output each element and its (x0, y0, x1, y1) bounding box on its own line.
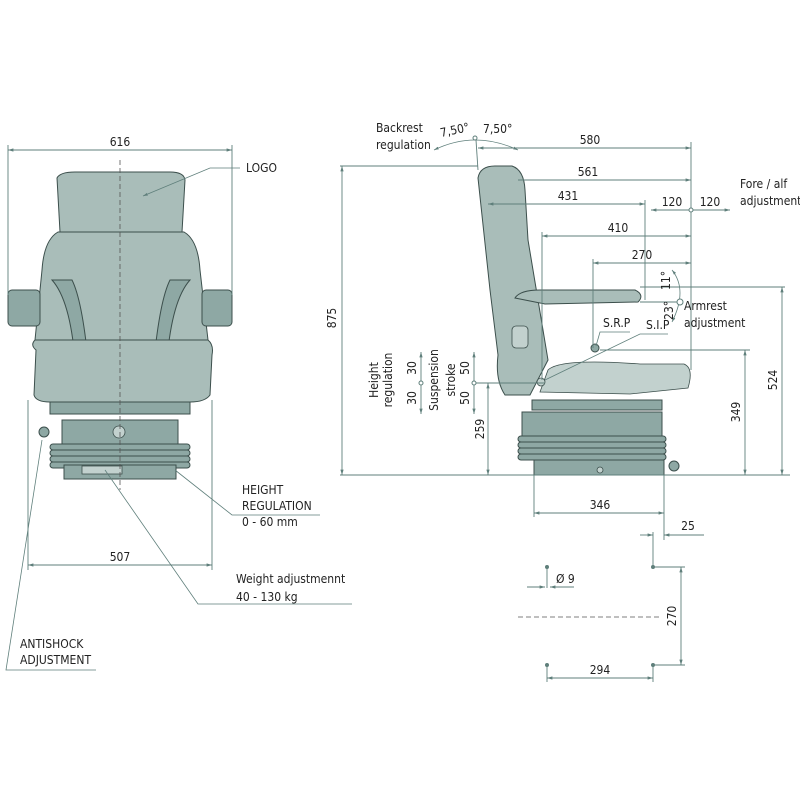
side-frame (531, 399, 663, 411)
hole-diameter: Ø 9 (556, 572, 575, 586)
adjust-knob (112, 425, 126, 439)
antishock-label-1: ANTISHOCK (20, 637, 84, 651)
side-dimensions: 875 Backrest regulation 7,50° 7,50° 580 … (325, 120, 800, 476)
backrest-regulation-label-2: regulation (376, 138, 431, 152)
lumbar-knob (511, 325, 529, 349)
front-view-seat (7, 160, 233, 490)
suspension-down: 50 (458, 391, 472, 405)
height-reg-down: 30 (405, 391, 419, 405)
dim-270-mount: 270 (665, 606, 679, 627)
dim-561: 561 (578, 165, 599, 179)
armrest-label-1: Armrest (684, 299, 727, 313)
fore-aft-left: 120 (662, 195, 683, 209)
dim-259: 259 (473, 419, 487, 440)
dim-410: 410 (608, 221, 629, 235)
front-dimensions: 616 507 LOGO HEIGHT REGULATION 0 - 60 mm… (5, 135, 352, 671)
suspension-label-2: stroke (444, 363, 458, 396)
dim-431: 431 (558, 189, 579, 203)
dim-875: 875 (325, 308, 339, 329)
height-regulation-label-3: 0 - 60 mm (242, 515, 298, 529)
weight-adjustment-label-2: 40 - 130 kg (236, 590, 298, 604)
side-seat-cushion (539, 361, 691, 395)
side-backrest (477, 165, 549, 396)
suspension-label-1: Suspension (427, 349, 441, 411)
armrest-label-2: adjustment (684, 316, 745, 330)
srp-point (590, 343, 600, 353)
side-knob (668, 460, 680, 472)
headrest (56, 171, 186, 233)
side-rail (521, 411, 663, 439)
srp-label: S.R.P (603, 316, 631, 330)
sip-label: S.I.P (646, 318, 670, 332)
dim-25: 25 (681, 519, 695, 533)
weight-lever (81, 465, 123, 475)
dim-294: 294 (590, 663, 611, 677)
side-bellows (517, 435, 667, 461)
height-regulation-side-2: regulation (381, 353, 395, 408)
base-bolt (596, 466, 604, 474)
side-armrest (514, 289, 642, 305)
dim-524: 524 (766, 370, 780, 391)
backrest-angle-forward: 7,50° (483, 122, 512, 136)
seat-cushion (32, 339, 213, 403)
height-regulation-side-1: Height (367, 362, 381, 398)
dim-616: 616 (110, 135, 131, 149)
dim-349: 349 (729, 402, 743, 423)
side-view-seat (477, 165, 691, 476)
weight-adjustment-label-1: Weight adjustmennt (236, 572, 345, 586)
sip-point (536, 377, 546, 387)
height-regulation-label-1: HEIGHT (242, 483, 284, 497)
dim-507: 507 (110, 550, 131, 564)
antishock-knob (38, 426, 50, 438)
armrest-up-angle: 11° (659, 271, 673, 290)
fore-aft-right: 120 (700, 195, 721, 209)
armrest-down-angle: 23° (662, 301, 676, 320)
armrest-right (201, 289, 233, 327)
suspension-up: 50 (458, 361, 472, 375)
armrest-left (7, 289, 41, 327)
height-regulation-label-2: REGULATION (242, 499, 312, 513)
dim-346: 346 (590, 498, 611, 512)
mounting-dimensions: 346 25 Ø 9 270 294 (518, 475, 704, 682)
dim-580: 580 (580, 133, 601, 147)
antishock-label-2: ADJUSTMENT (20, 653, 91, 667)
fore-aft-label-1: Fore / alf (740, 177, 788, 191)
dim-270: 270 (632, 248, 653, 262)
logo-label: LOGO (246, 161, 277, 175)
backrest-angle-back: 7,50° (439, 120, 471, 140)
fore-aft-label-2: adjustment (740, 194, 800, 208)
height-reg-up: 30 (405, 361, 419, 375)
backrest-regulation-label-1: Backrest (376, 121, 423, 135)
